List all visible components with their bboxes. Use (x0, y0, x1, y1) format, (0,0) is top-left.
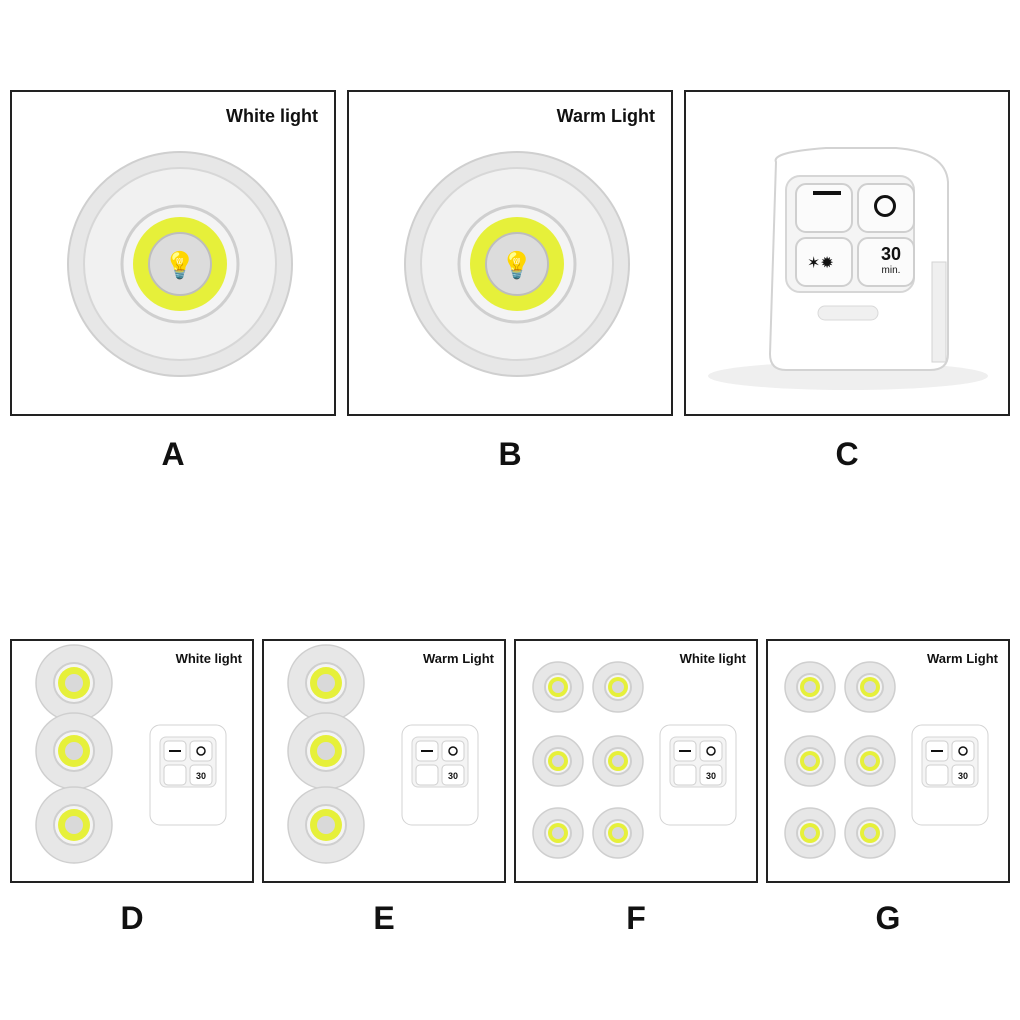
puck-light (35, 712, 113, 790)
puck-light (532, 661, 584, 713)
puck-light (35, 786, 113, 864)
puck-light (844, 735, 896, 787)
panel-a-label: White light (226, 106, 318, 126)
panel-f: White light 30 (514, 639, 758, 883)
puck-light (592, 807, 644, 859)
puck-light (287, 786, 365, 864)
puck-light (287, 644, 365, 722)
panel-e-label: Warm Light (422, 651, 494, 666)
puck-light (35, 644, 113, 722)
panel-d-label: White light (175, 651, 242, 666)
puck-light: 💡 (404, 151, 630, 377)
panel-letter-b: B (498, 436, 522, 472)
puck-light-a: 💡 (67, 151, 293, 377)
lightbulb-icon: 💡 (164, 250, 196, 281)
panel-letter-a: A (161, 436, 185, 472)
puck-light (784, 735, 836, 787)
puck-light (287, 712, 365, 790)
remote-timer-button[interactable]: 30 min. (871, 244, 911, 276)
remote-control: 30 (911, 724, 989, 826)
puck-light (592, 735, 644, 787)
svg-text:30: 30 (196, 771, 206, 781)
remote-control-c (708, 147, 988, 390)
panel-letter-c: C (835, 436, 859, 472)
remote-control: 30 (149, 724, 227, 826)
svg-text:30: 30 (706, 771, 716, 781)
panel-b: Warm Light 💡 (347, 90, 673, 416)
lightbulb-icon: 💡 (501, 250, 533, 281)
panel-letter-g: G (875, 900, 901, 936)
panel-c: ✶✹ 30 min. (684, 90, 1010, 416)
remote-control: 30 (401, 724, 479, 826)
remote-timer-unit: min. (881, 265, 901, 276)
panel-letter-f: F (626, 900, 646, 936)
set-g-pucks-and-remote: 30 (784, 661, 989, 859)
svg-text:30: 30 (958, 771, 968, 781)
remote-timer-number: 30 (880, 244, 902, 264)
puck-light: 💡 (67, 151, 293, 377)
set-e-pucks-and-remote: 30 (287, 644, 479, 864)
panel-e: Warm Light 30 (262, 639, 506, 883)
panel-letter-e: E (373, 900, 395, 936)
remote-control: 30 (659, 724, 737, 826)
panel-letter-d: D (120, 900, 144, 936)
panel-g: Warm Light 30 (766, 639, 1010, 883)
puck-light (784, 807, 836, 859)
puck-light (592, 661, 644, 713)
panel-g-label: Warm Light (926, 651, 998, 666)
puck-light (784, 661, 836, 713)
remote-brightness-button[interactable]: ✶✹ (807, 255, 834, 272)
remote-minus-button[interactable] (813, 191, 841, 195)
panel-b-label: Warm Light (556, 106, 655, 126)
panel-a: White light 💡 (10, 90, 336, 416)
puck-light-b: 💡 (404, 151, 630, 377)
panel-d: White light 30 (10, 639, 254, 883)
panel-f-label: White light (679, 651, 746, 666)
remote-power-button[interactable] (874, 195, 896, 217)
puck-light (844, 807, 896, 859)
set-f-pucks-and-remote: 30 (532, 661, 737, 859)
puck-light (532, 735, 584, 787)
set-d-pucks-and-remote: 30 (35, 644, 227, 864)
puck-light (532, 807, 584, 859)
puck-light (844, 661, 896, 713)
svg-text:30: 30 (448, 771, 458, 781)
